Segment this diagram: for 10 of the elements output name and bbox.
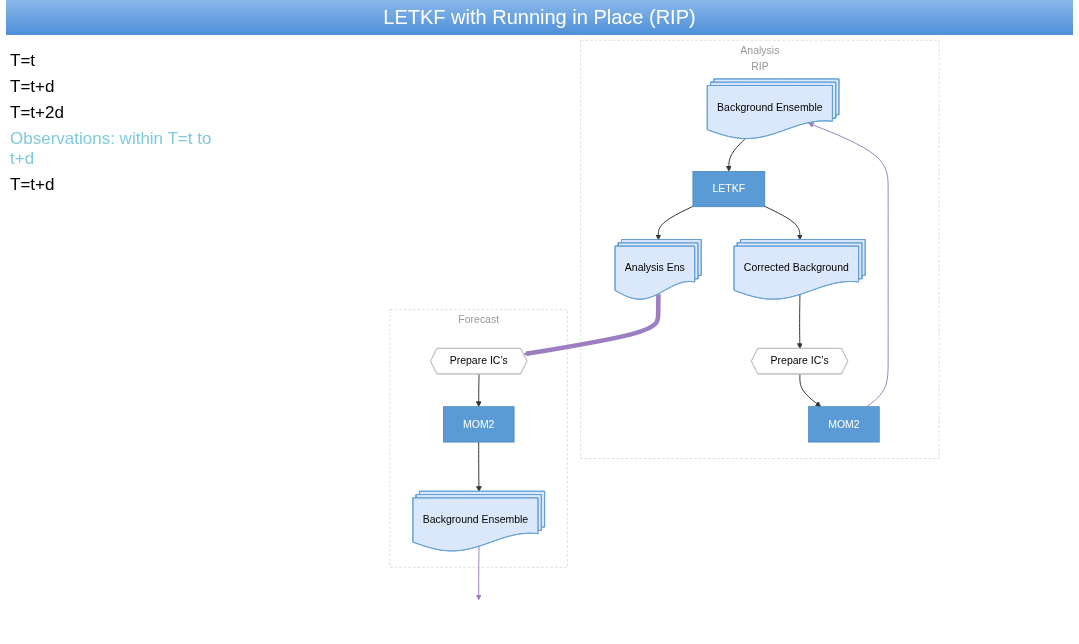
arrow <box>523 294 661 357</box>
time-label: T=t <box>10 51 37 71</box>
node-box: MOM2 <box>443 406 515 443</box>
time-label: T=t+2d <box>10 103 65 123</box>
node-box: LETKF <box>692 171 766 208</box>
note-text: Observations: within T=t to t+d <box>10 129 213 169</box>
title-banner: LETKF with Running in Place (RIP) <box>6 0 1073 35</box>
time-label: T=t+d <box>10 175 56 195</box>
node-box: MOM2 <box>808 406 880 443</box>
time-label: T=t+d <box>10 77 56 97</box>
